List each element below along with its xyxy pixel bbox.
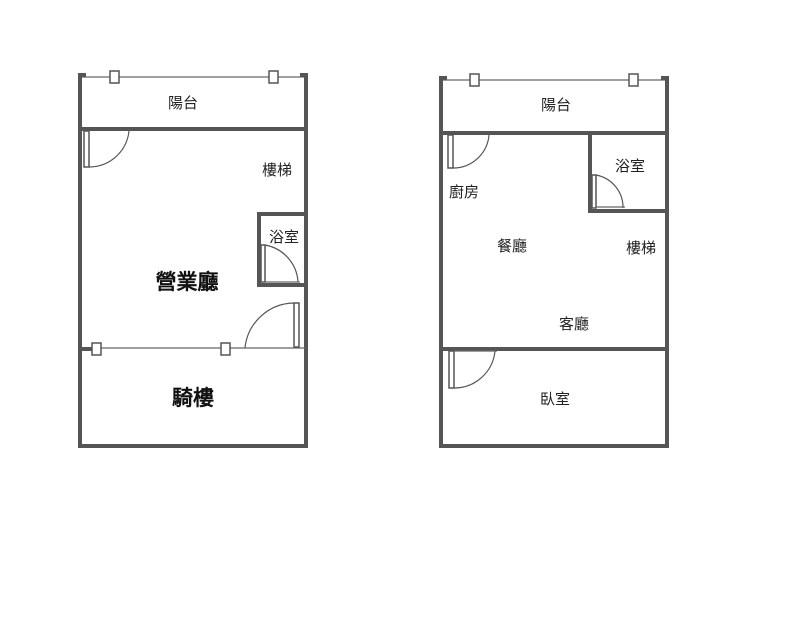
upper-bathroom-door-swing bbox=[595, 174, 624, 209]
ground-storefront-post-left bbox=[91, 342, 102, 356]
ground-bathroom-door bbox=[260, 244, 300, 283]
upper-label-bedroom: 臥室 bbox=[540, 390, 570, 408]
ground-hall-door-leaf bbox=[293, 302, 300, 348]
ground-balcony-door-leaf bbox=[83, 130, 90, 168]
ground-hall-door bbox=[244, 302, 300, 349]
upper-railing-post-right bbox=[628, 73, 639, 87]
ground-label-business-hall: 營業廳 bbox=[156, 269, 219, 294]
upper-label-kitchen: 廚房 bbox=[449, 183, 479, 201]
ground-hall-door-swing bbox=[244, 302, 295, 349]
upper-bathroom-door-leaf bbox=[591, 174, 597, 209]
upper-bedroom-door bbox=[448, 350, 497, 389]
ground-balcony-door bbox=[83, 130, 130, 168]
ground-label-stairs: 樓梯 bbox=[262, 161, 292, 179]
ground-label-bathroom: 浴室 bbox=[269, 228, 299, 246]
upper-railing-post-left bbox=[469, 73, 480, 87]
upper-label-dining: 餐廳 bbox=[497, 237, 527, 255]
upper-bathroom-door bbox=[591, 174, 625, 209]
upper-kitchen-door bbox=[447, 134, 490, 169]
upper-kitchen-door-leaf bbox=[447, 134, 454, 169]
ground-bathroom-door-swing bbox=[264, 244, 299, 283]
upper-floor-plan: 陽台 廚房 浴室 餐廳 樓梯 客廳 臥室 bbox=[439, 73, 669, 448]
ground-storefront-post-right bbox=[220, 342, 231, 356]
upper-label-living: 客廳 bbox=[559, 315, 589, 333]
upper-bedroom-door-swing bbox=[453, 350, 496, 389]
ground-label-arcade: 騎樓 bbox=[172, 385, 214, 410]
upper-kitchen-door-swing bbox=[452, 134, 490, 169]
upper-label-balcony: 陽台 bbox=[541, 96, 571, 114]
ground-bathroom-door-leaf bbox=[260, 244, 266, 283]
upper-bedroom-door-leaf bbox=[448, 350, 455, 389]
ground-balcony-door-swing bbox=[88, 130, 130, 168]
ground-floor-plan: 陽台 樓梯 浴室 營業廳 騎樓 bbox=[78, 70, 308, 448]
upper-label-stairs: 樓梯 bbox=[626, 239, 656, 257]
ground-label-balcony: 陽台 bbox=[168, 94, 198, 112]
upper-label-bathroom: 浴室 bbox=[615, 157, 645, 175]
ground-railing-post-left bbox=[109, 70, 120, 84]
ground-railing-post-right bbox=[268, 70, 279, 84]
